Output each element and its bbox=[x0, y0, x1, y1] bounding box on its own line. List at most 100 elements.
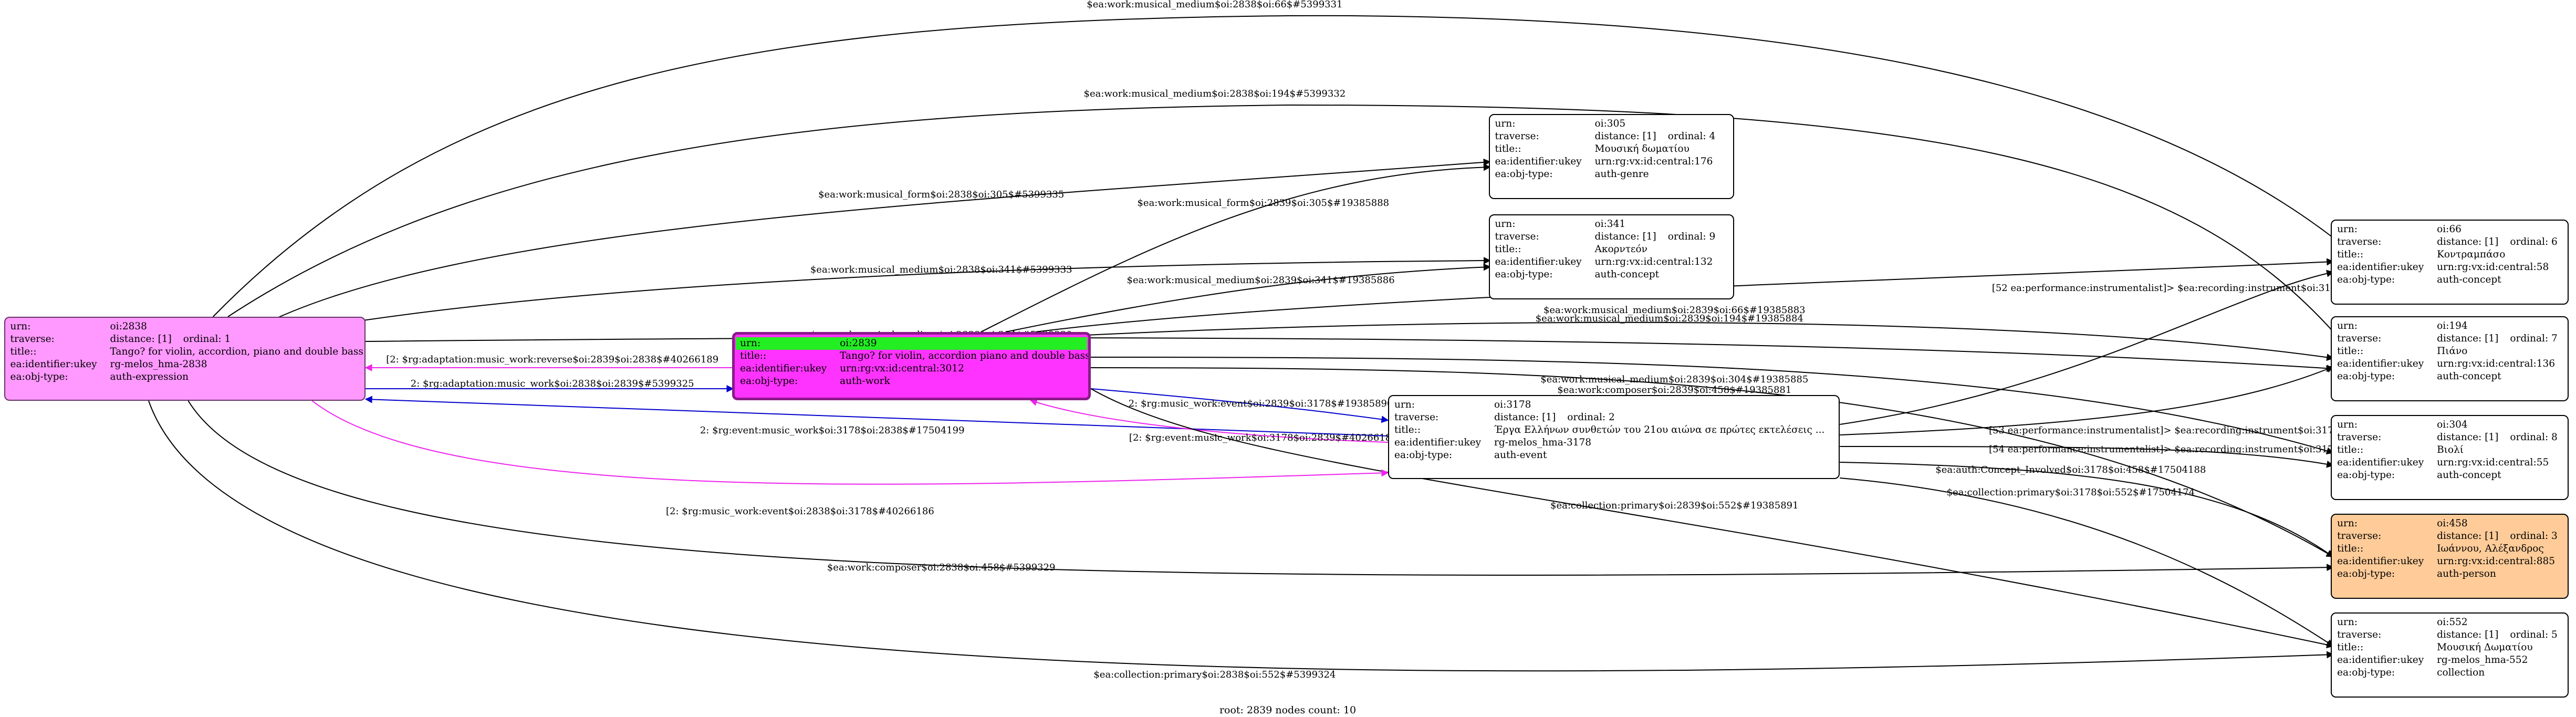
node-field-value-text: distance: [1] bbox=[2437, 236, 2499, 247]
edge-label: $ea:work:composer$oi:2838$oi:458$#539932… bbox=[827, 562, 1056, 573]
node-field-ordinal: ordinal: 6 bbox=[2510, 236, 2558, 247]
node-field-value: distance: [1]ordinal: 5 bbox=[2437, 629, 2562, 641]
edge-line bbox=[187, 400, 2334, 576]
node-field-row: urn: oi:66 bbox=[2337, 223, 2562, 236]
node-field-value-text: Ιωάννου, Αλέξανδρος bbox=[2437, 543, 2544, 554]
edge-label: [2: $rg:adaptation:music_work:reverse$oi… bbox=[386, 354, 718, 365]
node-field-ordinal: ordinal: 9 bbox=[1667, 231, 1716, 242]
node-field-value-text: urn:rg:vx:id:central:55 bbox=[2437, 457, 2549, 468]
node-field-value-text: distance: [1] bbox=[1594, 131, 1656, 142]
node-field-key: traverse: bbox=[1495, 131, 1539, 142]
node-field-value: auth-concept bbox=[2437, 469, 2562, 482]
node-field-value-text: oi:305 bbox=[1594, 118, 1626, 129]
node-field-value-text: auth-concept bbox=[2437, 274, 2501, 285]
node-field-key: title:: bbox=[2337, 249, 2364, 260]
node-field-row: title::Έργα Ελλήνων συνθετών του 21ου αι… bbox=[1394, 424, 1833, 437]
edge-line bbox=[981, 163, 1491, 332]
node-field-value: urn:rg:vx:id:central:55 bbox=[2437, 456, 2562, 469]
node-field-value-text: Tango? for violin, accordion piano and d… bbox=[840, 350, 1090, 361]
node-field-value: distance: [1]ordinal: 2 bbox=[1494, 411, 1833, 424]
node-field-row: title::Μουσική δωματίου bbox=[1495, 143, 1728, 155]
node-field-value-text: Μουσική Δωματίου bbox=[2437, 642, 2533, 653]
node-field-key: ea:identifier:ukey bbox=[10, 359, 97, 370]
edge-label: $ea:work:musical_medium$oi:2839$oi:304$#… bbox=[1540, 374, 1808, 385]
node-field-key: urn: bbox=[2337, 518, 2358, 529]
node-field-key: ea:obj-type: bbox=[2337, 371, 2395, 382]
node-field-row: ea:identifier:ukey rg-melos_hma-2838 bbox=[11, 358, 360, 371]
node-field-value: Μουσική δωματίου bbox=[1595, 143, 1728, 155]
node-field-row: ea:obj-type:auth-concept bbox=[2337, 469, 2562, 482]
edge-line bbox=[1029, 399, 1389, 443]
node-field-key: traverse: bbox=[2337, 432, 2382, 443]
node-field-value-text: oi:66 bbox=[2437, 224, 2462, 235]
node-field-value: distance: [1]ordinal: 9 bbox=[1595, 231, 1728, 243]
node-field-value: oi:2839 bbox=[840, 337, 1083, 350]
node-field-value-text: distance: [1] bbox=[2437, 629, 2499, 640]
node-field-key: urn: bbox=[2337, 224, 2358, 235]
node-field-row: ea:obj-type:auth-concept bbox=[1495, 268, 1728, 281]
node-field-row: title::Βιολί bbox=[2337, 444, 2562, 456]
graph-footer: root: 2839 nodes count: 10 bbox=[1219, 704, 1356, 716]
node-field-key: title:: bbox=[740, 350, 767, 361]
node-field-value: auth-concept bbox=[1595, 268, 1728, 281]
node-field-value: oi:304 bbox=[2437, 419, 2562, 431]
graph-node-305[interactable]: urn: oi:305 traverse: distance: [1]ordinal:… bbox=[1488, 114, 1735, 199]
node-field-value: urn:rg:vx:id:central:885 bbox=[2437, 555, 2562, 568]
node-field-key: ea:obj-type: bbox=[10, 371, 68, 382]
node-field-value-text: Ακορντεόν bbox=[1594, 244, 1647, 255]
node-field-value: Έργα Ελλήνων συνθετών του 21ου αιώνα σε … bbox=[1494, 424, 1833, 437]
node-field-key: urn: bbox=[1394, 399, 1415, 410]
node-field-value-text: rg-melos_hma-3178 bbox=[1494, 437, 1592, 448]
edge-line bbox=[1840, 366, 2334, 435]
node-field-key: title:: bbox=[2337, 444, 2364, 455]
node-field-row: traverse:distance: [1]ordinal: 7 bbox=[2337, 332, 2562, 345]
node-field-value-text: rg-melos_hma-2838 bbox=[110, 359, 207, 370]
edge-line bbox=[311, 400, 1389, 485]
node-field-value: urn:rg:vx:id:central:136 bbox=[2437, 358, 2562, 370]
node-field-key: title:: bbox=[2337, 642, 2364, 653]
node-field-value-text: Μουσική δωματίου bbox=[1594, 143, 1689, 154]
node-field-value: oi:194 bbox=[2437, 320, 2562, 332]
node-field-value: collection bbox=[2437, 667, 2562, 679]
edge-label: 2: $rg:adaptation:music_work$oi:2838$oi:… bbox=[411, 378, 694, 389]
node-field-value: auth-person bbox=[2437, 568, 2562, 580]
edge-label: $ea:work:musical_medium$oi:2839$oi:341$#… bbox=[1127, 275, 1395, 286]
node-field-key: title:: bbox=[10, 346, 37, 357]
node-field-value: Tango? for violin, accordion piano and d… bbox=[840, 350, 1090, 362]
node-field-value-text: auth-concept bbox=[2437, 470, 2501, 481]
node-field-value: oi:2838 bbox=[110, 320, 360, 333]
node-field-value: distance: [1]ordinal: 1 bbox=[110, 333, 360, 346]
node-field-value-text: oi:2839 bbox=[840, 338, 877, 349]
node-field-value-text: auth-concept bbox=[2437, 371, 2501, 382]
node-field-value: urn:rg:vx:id:central:176 bbox=[1595, 155, 1728, 168]
node-field-value: Μουσική Δωματίου bbox=[2437, 641, 2562, 654]
edge-line bbox=[148, 400, 2334, 672]
node-field-key: ea:obj-type: bbox=[740, 376, 798, 387]
node-field-value-text: oi:194 bbox=[2437, 320, 2468, 331]
node-field-ordinal: ordinal: 3 bbox=[2510, 531, 2558, 542]
node-field-key: ea:obj-type: bbox=[1394, 450, 1453, 461]
node-field-row: urn:oi:552 bbox=[2337, 616, 2562, 629]
edge-line bbox=[1840, 462, 2334, 557]
node-field-value-text: urn:rg:vx:id:central:58 bbox=[2437, 262, 2549, 273]
edge-label: $ea:collection:primary$oi:3178$oi:552$#1… bbox=[1947, 487, 2195, 498]
node-field-value-text: oi:341 bbox=[1594, 219, 1626, 230]
node-field-row: urn:oi:304 bbox=[2337, 419, 2562, 431]
node-field-value-text: auth-genre bbox=[1594, 169, 1649, 180]
node-field-key: urn: bbox=[1495, 118, 1516, 129]
node-field-value: distance: [1]ordinal: 4 bbox=[1595, 130, 1728, 143]
